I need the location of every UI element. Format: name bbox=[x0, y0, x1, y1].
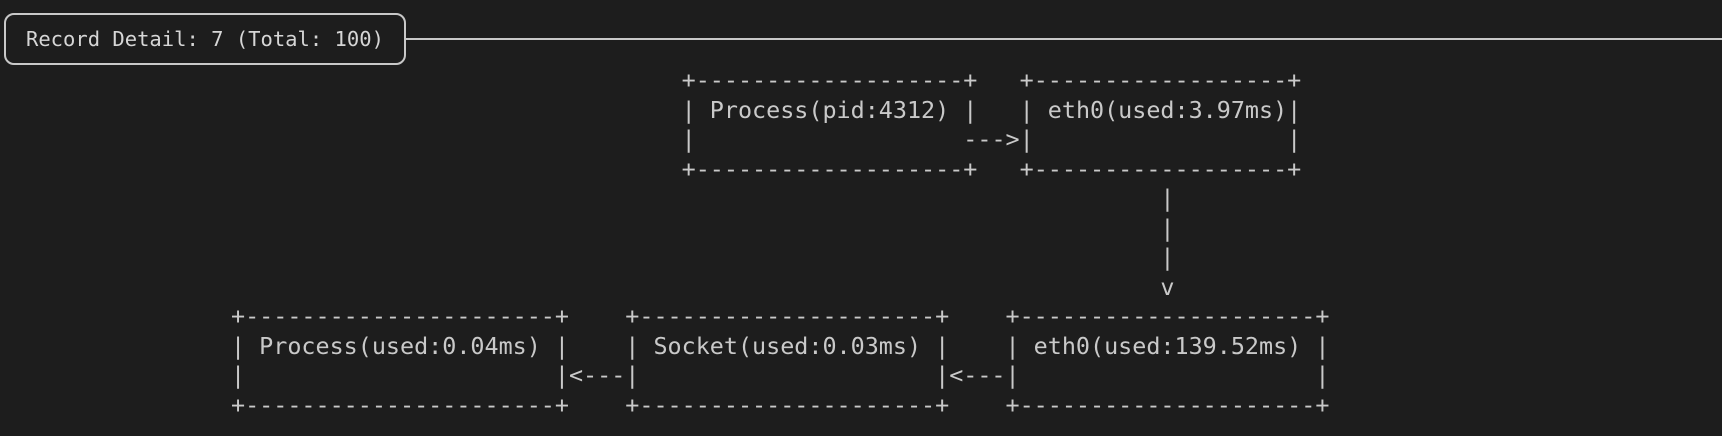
arrow-left-eth0-to-socket-icon: <--- bbox=[949, 361, 1006, 389]
node-socket-used-0-03ms: +---------------------+ | Socket(used:0.… bbox=[625, 302, 950, 419]
header-rule-line bbox=[406, 38, 1722, 40]
arrow-left-socket-to-process-icon: <--- bbox=[568, 361, 626, 389]
node-eth0-used-3-97ms: +------------------+ | eth0(used:3.97ms)… bbox=[1019, 66, 1302, 183]
arrow-right-icon: ---> bbox=[963, 125, 1020, 153]
node-process-pid-4312: +-------------------+ | Process(pid:4312… bbox=[681, 66, 978, 183]
record-detail-title-box: Record Detail: 7 (Total: 100) bbox=[4, 13, 406, 65]
node-eth0-used-139-52ms: +---------------------+ | eth0(used:139.… bbox=[1005, 302, 1330, 419]
node-process-used-0-04ms: +----------------------+ | Process(used:… bbox=[231, 302, 569, 419]
record-detail-title: Record Detail: 7 (Total: 100) bbox=[26, 27, 384, 51]
arrow-down-icon: | | | v bbox=[1160, 184, 1175, 301]
topology-ascii-diagram: +-------------------+ | Process(pid:4312… bbox=[231, 66, 1711, 426]
